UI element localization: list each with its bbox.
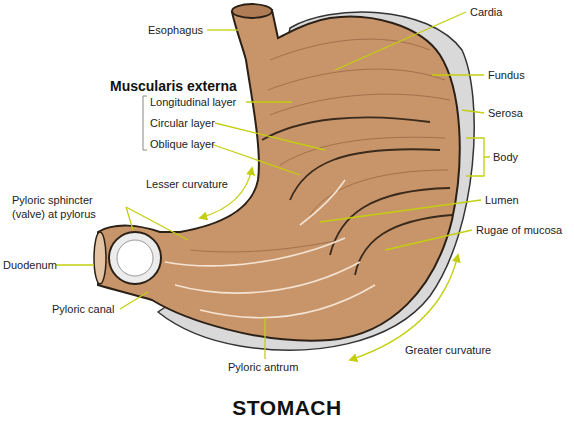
part-label: Circular layer (150, 116, 215, 130)
part-label: Pyloric antrum (228, 360, 298, 374)
part-label: Pyloric canal (52, 302, 114, 316)
esophagus-opening (232, 4, 272, 18)
part-label: Serosa (488, 106, 523, 120)
stomach-wall (98, 10, 460, 341)
part-label: Longitudinal layer (150, 95, 236, 109)
part-label: Body (493, 150, 518, 164)
muscle-fibres (190, 39, 450, 252)
part-label: Fundus (488, 68, 525, 82)
part-label: Pyloric sphincter (valve) at pylorus (12, 193, 124, 221)
leader-lines (56, 12, 490, 360)
pylorus-opening (117, 240, 153, 276)
pyloric-sphincter (109, 232, 161, 284)
duodenum-opening (94, 232, 106, 284)
part-label: Lumen (485, 193, 519, 207)
diagram-title: STOMACH (232, 396, 341, 420)
part-label: Rugae of mucosa (476, 223, 562, 237)
part-label: Cardia (470, 5, 502, 19)
layer-bracket (143, 96, 147, 150)
part-label: Oblique layer (150, 137, 215, 151)
part-label: Greater curvature (405, 343, 491, 357)
part-label: Duodenum (3, 258, 57, 272)
rugae-folds (165, 180, 375, 318)
part-label: Esophagus (148, 23, 203, 37)
group-heading: Muscularis externa (110, 78, 237, 95)
part-label: Lesser curvature (146, 177, 228, 191)
